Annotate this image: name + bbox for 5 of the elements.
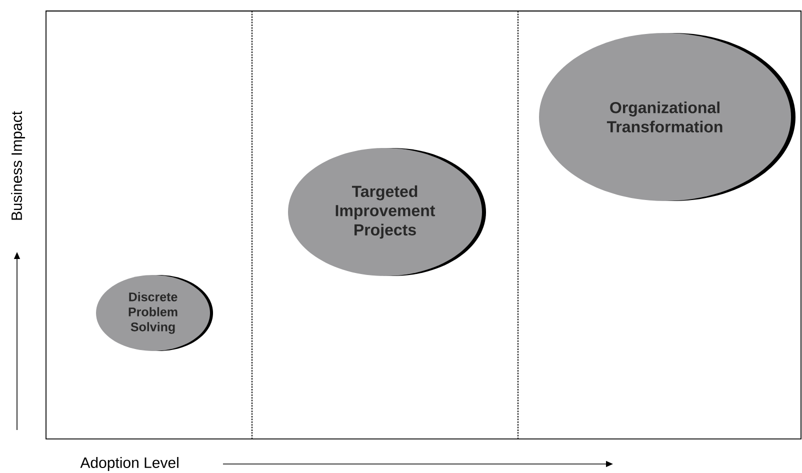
ellipse-node: Organizational Transformation xyxy=(539,33,796,201)
axis-label: Business Impact xyxy=(11,111,25,220)
ellipse-node: Targeted Improvement Projects xyxy=(288,148,486,276)
ellipse-node: Discrete Problem Solving xyxy=(96,275,213,351)
axis-label: Adoption Level xyxy=(80,457,178,471)
